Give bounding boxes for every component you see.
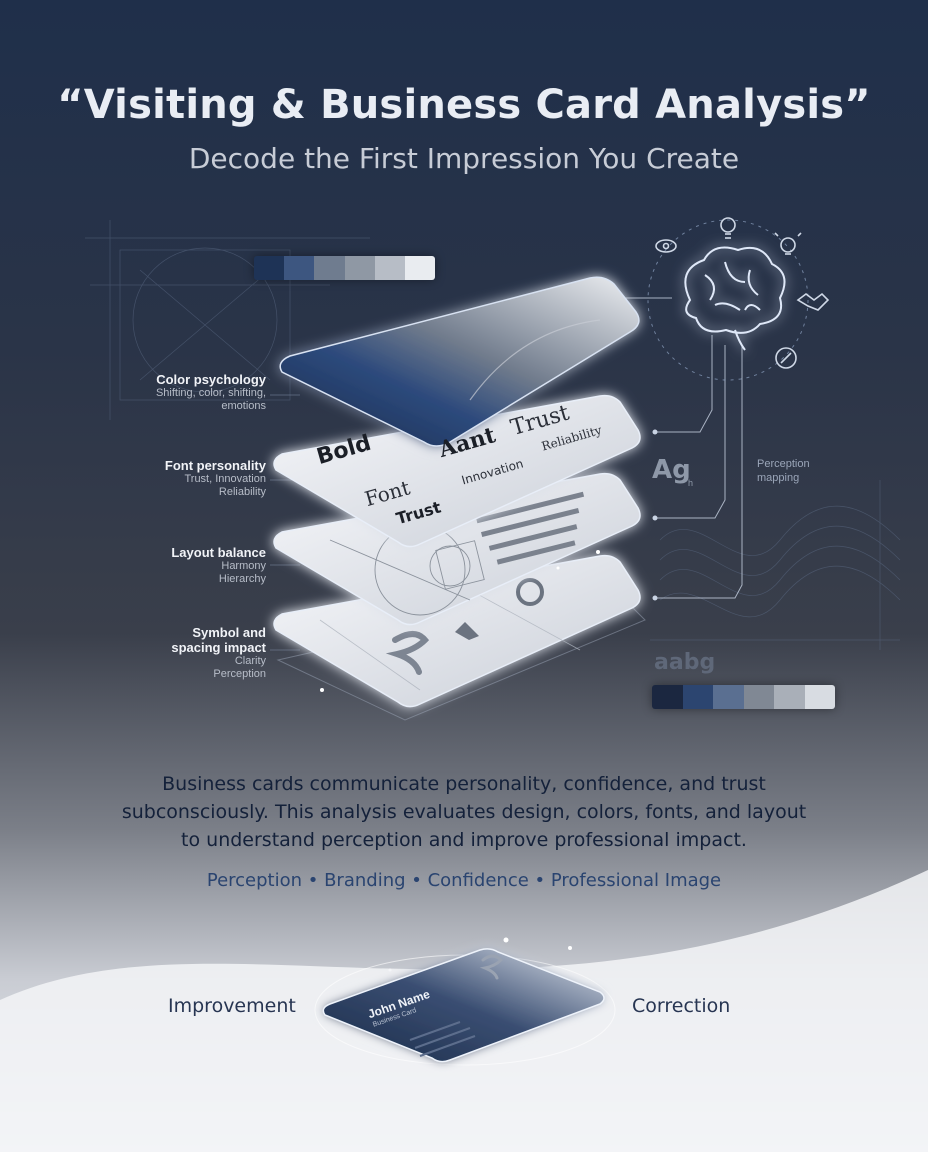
- label-layout-balance: Layout balance Harmony Hierarchy: [171, 545, 266, 585]
- improvement-label: Improvement: [168, 995, 296, 1017]
- label-color-psychology: Color psychology Shifting, color, shifti…: [155, 372, 266, 412]
- description-paragraph: Business cards communicate personality, …: [121, 773, 807, 851]
- correction-label: Correction: [632, 995, 731, 1017]
- eye-icon: [655, 239, 677, 253]
- label-symbol-spacing: Symbol and spacing impact Clarity Percep…: [171, 625, 266, 680]
- s-symbol: [385, 631, 430, 675]
- palette-top: [254, 256, 435, 280]
- ag-small: h: [688, 478, 694, 488]
- page-title: “Visiting & Business Card Analysis”: [57, 82, 871, 128]
- bottom-business-card: [314, 948, 616, 1066]
- ag-glyph: Ag: [652, 455, 691, 485]
- handshake-icon: [796, 292, 830, 311]
- pen-icon: [775, 347, 797, 369]
- s-logo-icon: [479, 954, 504, 980]
- perception-mapping: Perception mapping: [757, 458, 810, 484]
- tag-line: Perception • Branding • Confidence • Pro…: [206, 870, 722, 891]
- page-subtitle: Decode the First Impression You Create: [188, 142, 740, 175]
- idea-icon: [774, 232, 802, 255]
- label-font-personality: Font personality Trust, Innovation Relia…: [164, 458, 266, 498]
- palette-bottom: [652, 685, 835, 709]
- brain-icon: [684, 246, 786, 351]
- aabg-glyph: aabg: [654, 650, 716, 675]
- lightbulb-icon: [720, 217, 736, 239]
